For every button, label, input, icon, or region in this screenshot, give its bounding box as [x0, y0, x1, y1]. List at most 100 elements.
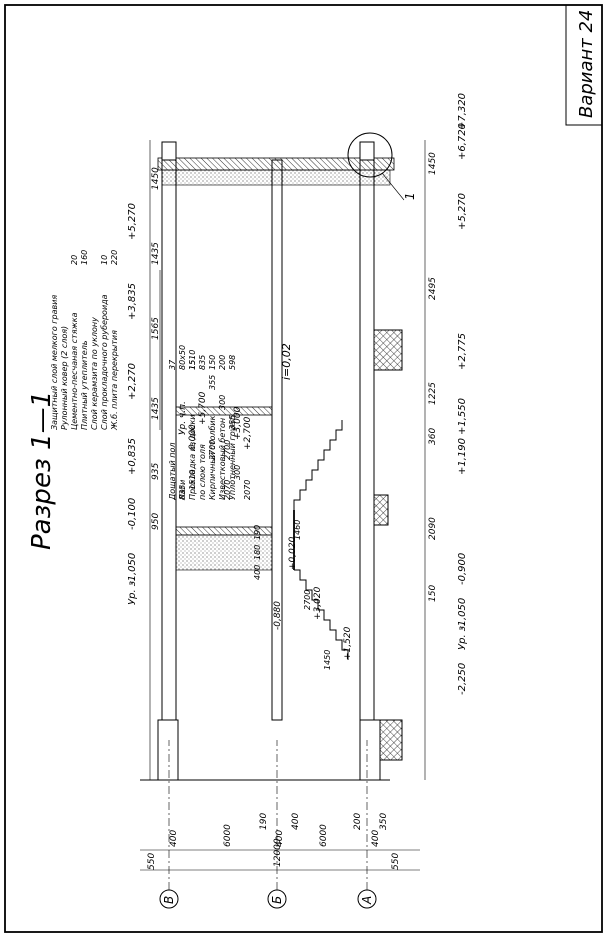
dim-right-1565: 1565: [151, 317, 161, 340]
stair-flight-1: [294, 569, 349, 660]
parapet-v: [161, 141, 177, 161]
floor-layer-3: по слою толя: [198, 444, 207, 500]
axis-label-a: А: [360, 896, 374, 905]
axis-label-b: Б: [270, 896, 284, 904]
right-level-0835: +0,835: [127, 438, 138, 475]
detail-callout-number: 1: [403, 192, 417, 200]
section-title: Разрез 1—1: [27, 391, 57, 550]
dim-bottom-12000: 12000: [273, 838, 283, 867]
wall-axis-v-lower: [157, 719, 179, 781]
dim-bottom-550-b: 550: [147, 853, 157, 870]
drawing-plane: Разрез 1—1 1: [27, 93, 468, 909]
roof-layer-thk-6: 220: [110, 250, 119, 265]
axis-marker-a: [357, 889, 377, 909]
interior-level-3000: +3,000: [233, 406, 243, 440]
roof-layer-6: Ж.б. плита перекрытия: [110, 330, 119, 431]
dim-bottom-400-d: 400: [291, 813, 301, 830]
interior-level-0880: -0,880: [273, 601, 283, 630]
axis-label-v: В: [162, 896, 176, 904]
interior-dim-300: 300: [218, 395, 227, 410]
interior-level-1520: +1,520: [343, 626, 353, 660]
floor-layer-thk-5: 200: [218, 355, 227, 370]
dim-bottom-200: 200: [353, 813, 363, 830]
floor-layer-0: Дощатый пол: [168, 442, 177, 501]
interior-level-5700: +5,700: [198, 391, 208, 425]
stair-flight-2: [293, 420, 343, 510]
left-level-1550: +1,550: [457, 398, 468, 435]
interior-level-2700: +2,700: [243, 416, 253, 450]
interior-dim-835-b: 835: [178, 485, 187, 500]
parapet-a: [359, 141, 375, 161]
floor-layer-4: Кирпичный столбик: [208, 415, 217, 500]
roof-layer-0: Защитный слой мелкого гравия: [50, 295, 59, 430]
right-level-2270: +2,270: [127, 363, 138, 400]
axis-marker-b: [267, 889, 287, 909]
floor-layer-5: Известковый бетон: [218, 418, 227, 500]
roof-layers-note: Защитный слой мелкого гравия Рулонный ко…: [50, 250, 161, 431]
dim-bottom-400-c: 400: [169, 830, 179, 847]
dim-bottom-550-a: 550: [391, 853, 401, 870]
floor-layers-note: Дощатый пол Лаги Прокладка из доски по с…: [168, 345, 237, 501]
dim-bottom-6000-b: 6000: [223, 824, 233, 847]
floor-layer-1: Лаги: [178, 480, 187, 501]
roof-insulation: [161, 169, 391, 186]
sheet-frame: [4, 4, 603, 933]
variant-box: [565, 4, 603, 126]
left-level-1190: +1,190: [457, 438, 468, 475]
floor-layer-thk-1: 80х50: [178, 345, 187, 370]
interior-level-3020: +3,020: [313, 586, 323, 620]
left-level-1050: -1,050: [457, 598, 468, 630]
dim-bottom-6000-a: 6000: [319, 824, 329, 847]
roof-slab: [157, 157, 395, 171]
roof-slope-label: i=0,02: [280, 343, 293, 380]
dim-right-1435-b: 1435: [151, 397, 161, 420]
dim-left-2495: 2495: [428, 277, 438, 300]
floor-layer-thk-4: 150: [208, 355, 217, 370]
floor-layer-thk-6: 598: [228, 355, 237, 370]
dim-bottom-350: 350: [379, 813, 389, 830]
left-level-6720: +6,720: [457, 123, 468, 160]
roof-layer-1: Рулонный ковер (2 слоя): [60, 326, 69, 430]
interior-dim-2700-c: 2700: [303, 590, 312, 610]
floor-layer-thk-2: 15: [188, 360, 197, 370]
floor-layer-2: Прокладка из доски: [188, 415, 197, 501]
right-level-3835: +3,835: [127, 283, 138, 320]
axis-marker-v: [159, 889, 179, 909]
interior-dim-190: 190: [253, 525, 262, 540]
roof-layer-thk-2: 20: [70, 255, 79, 265]
dim-bottom-400-b: 400: [275, 830, 285, 847]
right-level-ground: Ур. з.: [127, 578, 138, 605]
interior-dim-1510-a: 1510: [188, 350, 197, 370]
dim-right-950: 950: [151, 513, 161, 530]
interior-dim-355-a: 355: [208, 375, 217, 390]
dim-bottom-190: 190: [259, 813, 269, 830]
wall-axis-b: [271, 159, 283, 721]
interior-dim-1510-b: 1510: [188, 470, 197, 490]
left-level-7320: +7,320: [457, 93, 468, 130]
dim-left-1225: 1225: [428, 382, 438, 405]
interior-dim-400: 400: [253, 565, 262, 580]
left-level-2775: +2,775: [457, 333, 468, 370]
interior-level-chp: Ур. ч.п.: [178, 401, 188, 435]
interior-dim-835-a: 835: [198, 355, 207, 370]
interior-dim-1460: 1460: [293, 520, 302, 540]
right-level-1050: -1,050: [127, 553, 138, 585]
dim-left-2090: 2090: [428, 517, 438, 540]
detail-callout-circle: [347, 132, 393, 178]
ground-floor-fill: [175, 534, 273, 571]
dim-right-935: 935: [151, 463, 161, 480]
floor-layer-6: Уплотненный грунт: [228, 416, 237, 500]
dim-right-1450: 1450: [151, 167, 161, 190]
left-level-ground: Ур. з.: [457, 623, 468, 650]
roof-layer-thk-3: 160: [80, 250, 89, 265]
floor-layer-thk-0: 37: [168, 359, 177, 370]
interior-dim-2700-b: 2700: [208, 440, 217, 460]
left-level-5270: +5,270: [457, 193, 468, 230]
left-level-2250: -2,250: [457, 663, 468, 695]
right-level-5270: +5,270: [127, 203, 138, 240]
interior-dim-300-b: 300: [233, 465, 242, 480]
roof-layer-thk-5: 10: [100, 255, 109, 265]
interior-dim-355-b: 355: [228, 415, 237, 430]
right-level-0100: -0,100: [127, 498, 138, 530]
